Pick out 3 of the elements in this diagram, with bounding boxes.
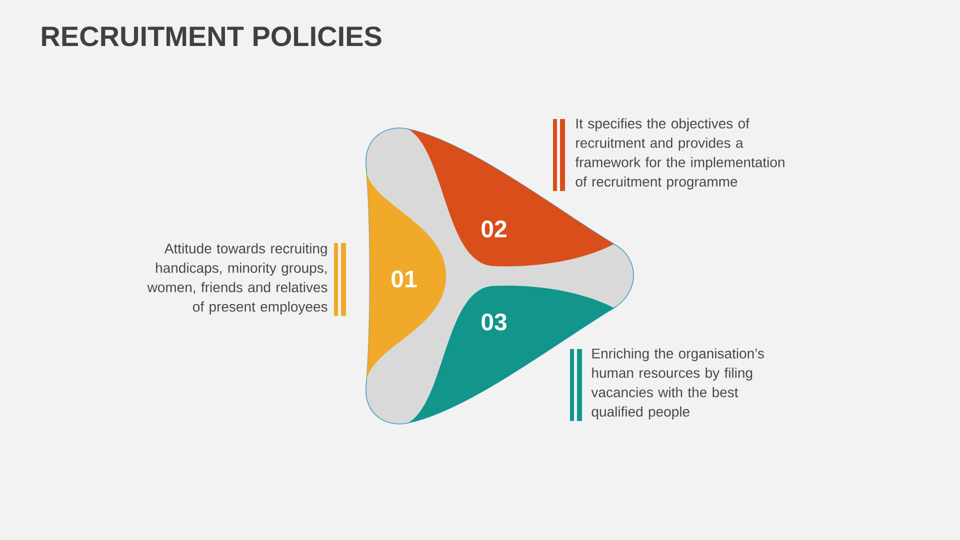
slide-title: RECRUITMENT POLICIES [42, 26, 382, 46]
curved-segment: 01 [366, 168, 446, 384]
description-text: Attitude towards recruiting handicaps, minority groups, women, friends and relatives of present employees [147, 243, 328, 314]
